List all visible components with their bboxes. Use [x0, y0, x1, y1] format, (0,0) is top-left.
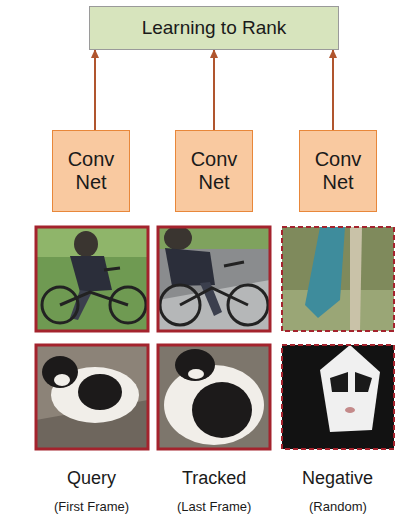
node-label: Conv Net	[59, 148, 123, 194]
arrow-connector	[332, 50, 334, 130]
convnet-box: Conv Net	[52, 130, 130, 212]
caption-label: Query	[67, 468, 116, 489]
convnet-box: Conv Net	[175, 130, 253, 212]
cat-photo	[282, 345, 394, 449]
node-label: Conv Net	[306, 148, 370, 194]
dog-photo	[36, 345, 148, 449]
arrow-connector	[94, 50, 96, 130]
convnet-box: Conv Net	[299, 130, 377, 212]
cyclist-photo	[36, 227, 148, 331]
node-label: Conv Net	[182, 148, 246, 194]
node-label: Learning to Rank	[142, 17, 287, 39]
caption-label: Tracked	[182, 468, 246, 489]
negative-photo	[282, 227, 394, 331]
arrow-connector	[213, 50, 215, 130]
caption-label: Negative	[302, 468, 373, 489]
cyclist-photo	[158, 227, 270, 331]
dog-photo	[158, 345, 270, 449]
caption-label: (Random)	[309, 499, 367, 514]
caption-label: (Last Frame)	[177, 499, 251, 514]
caption-label: (First Frame)	[54, 499, 129, 514]
rank-box: Learning to Rank	[89, 6, 339, 50]
